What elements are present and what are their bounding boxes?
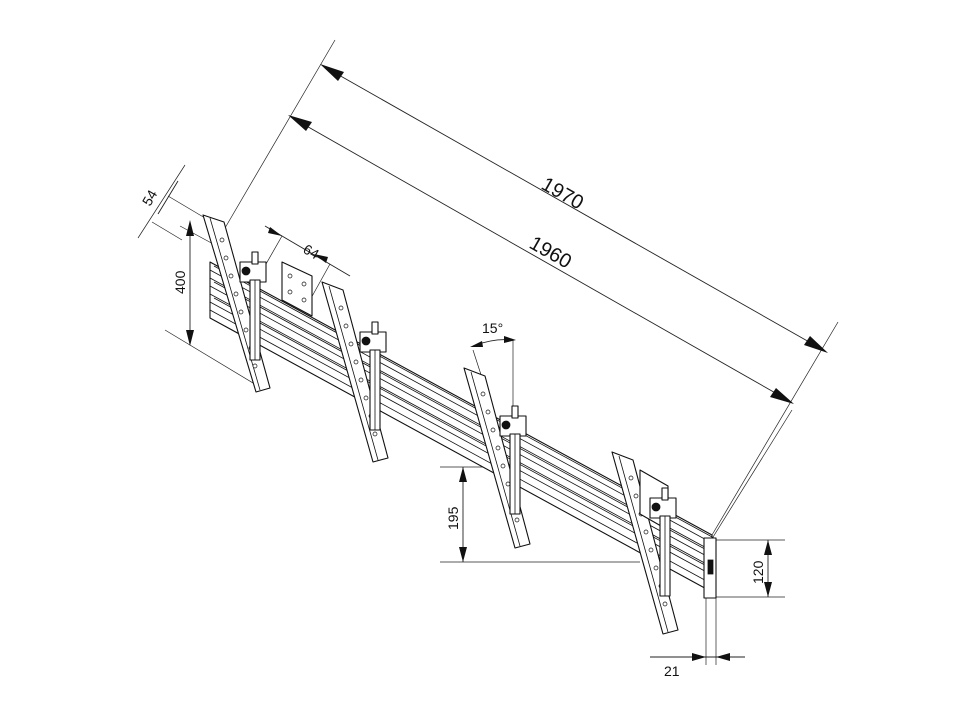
- dim-120-label: 120: [750, 560, 766, 584]
- dimension-195: 195: [440, 466, 640, 563]
- wall-spacer-plate: [281, 261, 313, 317]
- dim-21-label: 21: [664, 663, 680, 679]
- dim-1960-label: 1960: [526, 232, 576, 273]
- dim-54-label: 54: [139, 187, 161, 209]
- dimension-64: 64: [257, 225, 351, 301]
- dim-1970-label: 1970: [538, 173, 588, 214]
- dimension-400: 400: [164, 220, 259, 387]
- dimension-21: 21: [650, 598, 745, 679]
- dim-64-label: 64: [301, 241, 323, 263]
- dimension-120: 120: [712, 539, 785, 598]
- dim-15-label: 15°: [482, 320, 503, 336]
- dimension-15-degree: 15°: [470, 320, 516, 420]
- dim-195-label: 195: [445, 506, 461, 530]
- tilt-bracket-2: [321, 281, 389, 463]
- tilt-bracket-3: [463, 367, 531, 549]
- tilt-bracket-1: [202, 214, 271, 393]
- tilt-bracket-4: [611, 451, 679, 635]
- dim-400-label: 400: [172, 270, 188, 294]
- dimension-54: 54: [137, 164, 206, 241]
